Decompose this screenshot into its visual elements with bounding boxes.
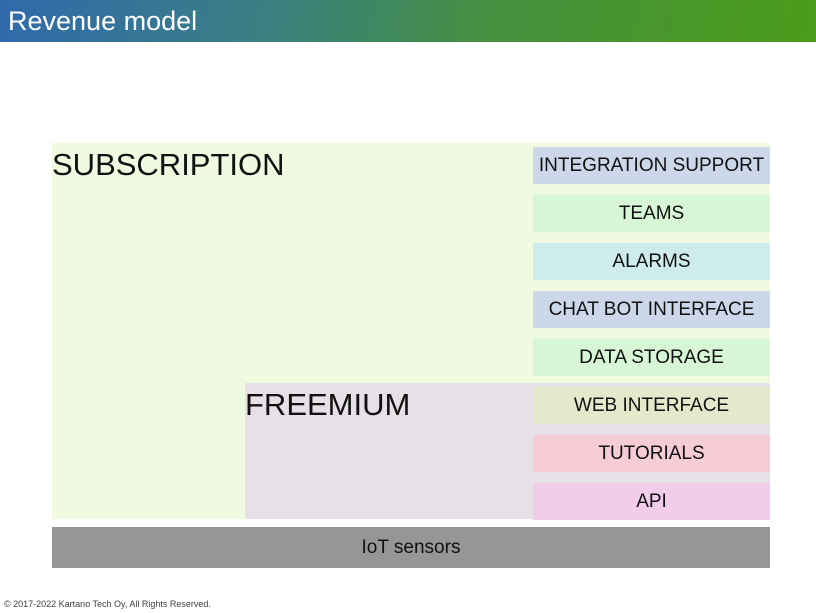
page-title: Revenue model [8,6,198,36]
feature-bar-tutorials[interactable]: TUTORIALS [533,435,770,472]
feature-bar-label: API [636,490,667,512]
feature-bar-api[interactable]: API [533,483,770,520]
feature-bar-data-storage[interactable]: DATA STORAGE [533,339,770,376]
feature-bar-label: TUTORIALS [598,442,705,464]
feature-bar-label: DATA STORAGE [579,346,724,368]
feature-bar-label: TEAMS [618,202,685,224]
slide-canvas: SUBSCRIPTION FREEMIUM INTEGRATION SUPPOR… [0,42,816,613]
tier-label-subscription: SUBSCRIPTION [52,147,285,182]
header-banner: Revenue model [0,0,816,42]
tier-label-freemium: FREEMIUM [245,387,411,422]
feature-bar-alarms[interactable]: ALARMS [533,243,770,280]
feature-bar-label: INTEGRATION SUPPORT [538,154,765,176]
feature-bar-label: CHAT BOT INTERFACE [548,298,755,320]
platform-base-bar[interactable]: IoT sensors [52,527,770,568]
feature-bar-label: WEB INTERFACE [573,394,730,416]
feature-bar-teams[interactable]: TEAMS [533,195,770,232]
footer-copyright: © 2017-2022 Kartano Tech Oy, All Rights … [4,599,211,609]
feature-bar-label: ALARMS [612,250,691,272]
feature-bar-web-interface[interactable]: WEB INTERFACE [533,387,770,424]
feature-bar-chat-bot-interface[interactable]: CHAT BOT INTERFACE [533,291,770,328]
platform-bar-label: IoT sensors [361,536,461,558]
feature-bar-integration-support[interactable]: INTEGRATION SUPPORT [533,147,770,184]
